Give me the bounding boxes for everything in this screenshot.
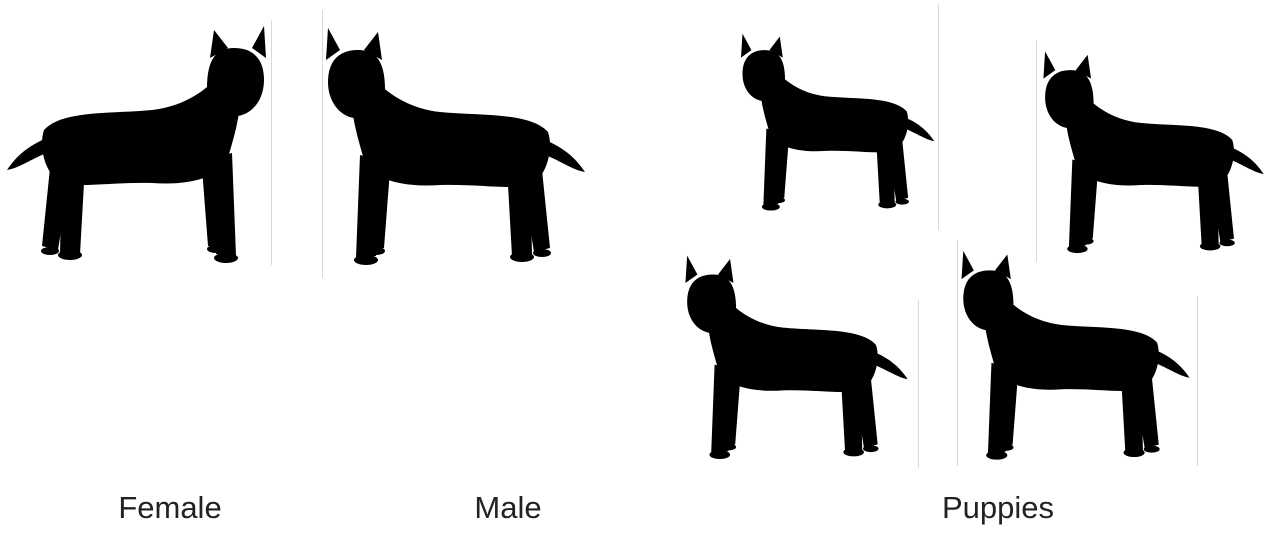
divider bbox=[957, 240, 958, 466]
male-label: Male bbox=[474, 492, 541, 523]
puppy-dog-icon bbox=[1040, 42, 1268, 260]
puppy-dog-icon: .p .coat { fill: #2f2f31; } .p .shade { … bbox=[738, 12, 938, 230]
female-label: Female bbox=[118, 492, 221, 523]
divider bbox=[938, 4, 939, 230]
puppy-dog-icon bbox=[958, 242, 1194, 466]
female-dog-icon: .f .coat { fill: #ead9d6; } .f .shade { … bbox=[2, 18, 272, 268]
puppy-dog-icon bbox=[682, 245, 912, 467]
divider bbox=[918, 300, 919, 468]
divider bbox=[322, 10, 323, 278]
divider bbox=[271, 20, 272, 265]
male-dog-icon: .m .coat { fill: #2f2f31; } .m .shade { … bbox=[322, 10, 590, 280]
puppies-label: Puppies bbox=[942, 492, 1054, 523]
divider bbox=[1036, 40, 1037, 262]
divider bbox=[1197, 296, 1198, 466]
